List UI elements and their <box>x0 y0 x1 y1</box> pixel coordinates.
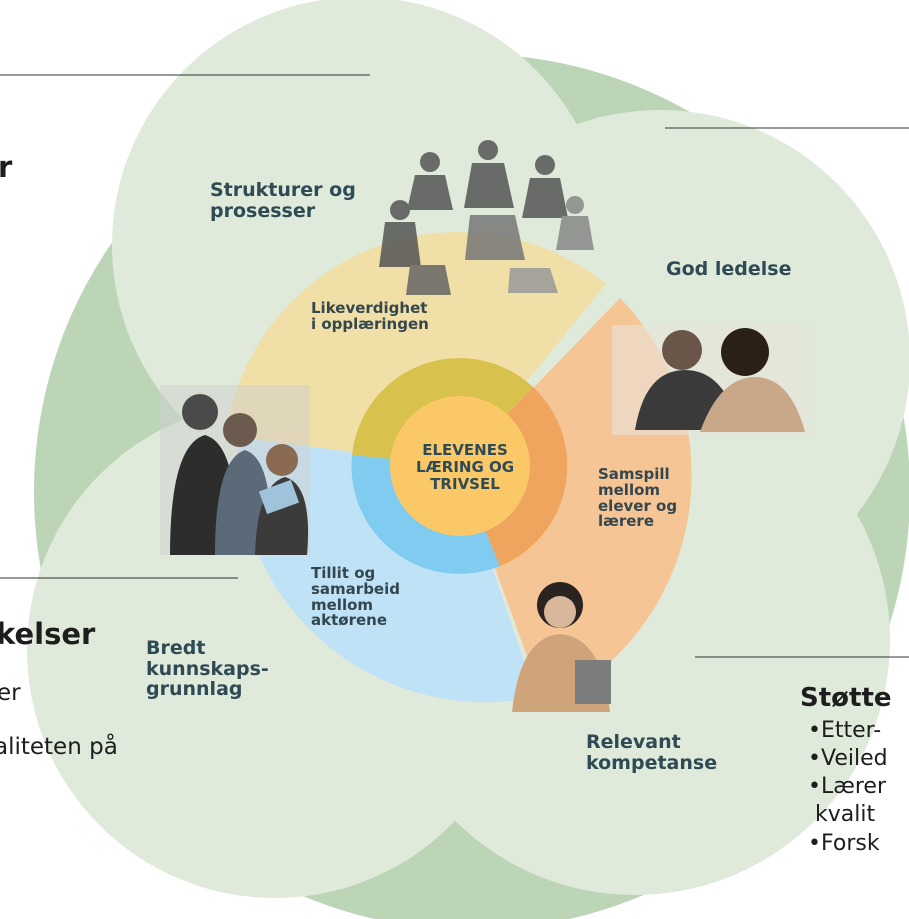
label-line: kunnskaps- <box>146 657 269 680</box>
segment-label-tillit: Tillit og samarbeid mellom aktørene <box>311 564 400 630</box>
segment-label-samspill: Samspill mellom elever og lærere <box>598 465 678 531</box>
label-line: kompetanse <box>586 751 718 774</box>
label-line: lærere <box>598 512 655 531</box>
label-line: samarbeid <box>311 579 400 598</box>
label-line: Strukturer og <box>210 179 356 201</box>
list-item: kvalit <box>808 801 888 829</box>
right-list: •Etter- •Veiled •Lærer kvalit •Forsk <box>808 717 888 858</box>
petal-label-kompetanse: Relevant kompetanse <box>586 732 717 773</box>
list-item-text: Lærer <box>820 774 886 800</box>
teachers-photo <box>612 325 812 435</box>
teacher-woman-photo <box>512 582 611 712</box>
left-line2-fragment: aliteten på <box>0 734 118 760</box>
left-heading2-fragment: kelser <box>0 617 96 651</box>
list-item: •Etter- <box>808 718 882 743</box>
left-line1-fragment: er <box>0 680 21 706</box>
label-line: Likeverdighet <box>311 299 428 317</box>
colleagues-photo <box>160 385 310 555</box>
students-photo <box>379 140 594 295</box>
list-item-text: Veiled <box>820 746 888 772</box>
label-line: God ledelse <box>666 258 792 280</box>
list-item-text: Etter- <box>820 718 882 743</box>
petal-label-strukturer: Strukturer og prosesser <box>210 180 356 221</box>
list-item: •Lærer <box>808 774 886 800</box>
center-line: LÆRING OG <box>415 457 515 476</box>
list-item: •Forsk <box>808 830 880 856</box>
label-line: Bredt <box>146 637 206 659</box>
list-item-text: kvalit <box>815 802 876 828</box>
center-label: ELEVENES LÆRING OG TRIVSEL <box>390 442 540 492</box>
petal-label-ledelse: God ledelse <box>666 259 791 280</box>
label-line: aktørene <box>311 611 387 630</box>
label-line: Relevant <box>586 731 681 753</box>
segment-label-likeverdighet: Likeverdighet i opplæringen <box>311 299 429 333</box>
label-line: Tillit og <box>311 564 376 582</box>
label-line: Samspill <box>598 465 670 483</box>
petal-label-kunnskap: Bredt kunnskaps- grunnlag <box>146 638 269 700</box>
center-line: TRIVSEL <box>430 474 500 493</box>
label-line: prosesser <box>210 199 316 222</box>
label-line: grunnlag <box>146 678 243 701</box>
list-item-text: Forsk <box>820 830 880 856</box>
label-line: elever og <box>598 496 678 515</box>
core-circle <box>390 396 530 536</box>
center-line: ELEVENES <box>422 441 508 459</box>
label-line: mellom <box>598 480 661 499</box>
label-line: mellom <box>311 595 374 614</box>
label-line: i opplæringen <box>311 314 429 333</box>
right-heading: Støtte <box>800 683 892 713</box>
left-heading-fragment: r <box>0 150 13 184</box>
list-item: •Veiled <box>808 746 888 772</box>
